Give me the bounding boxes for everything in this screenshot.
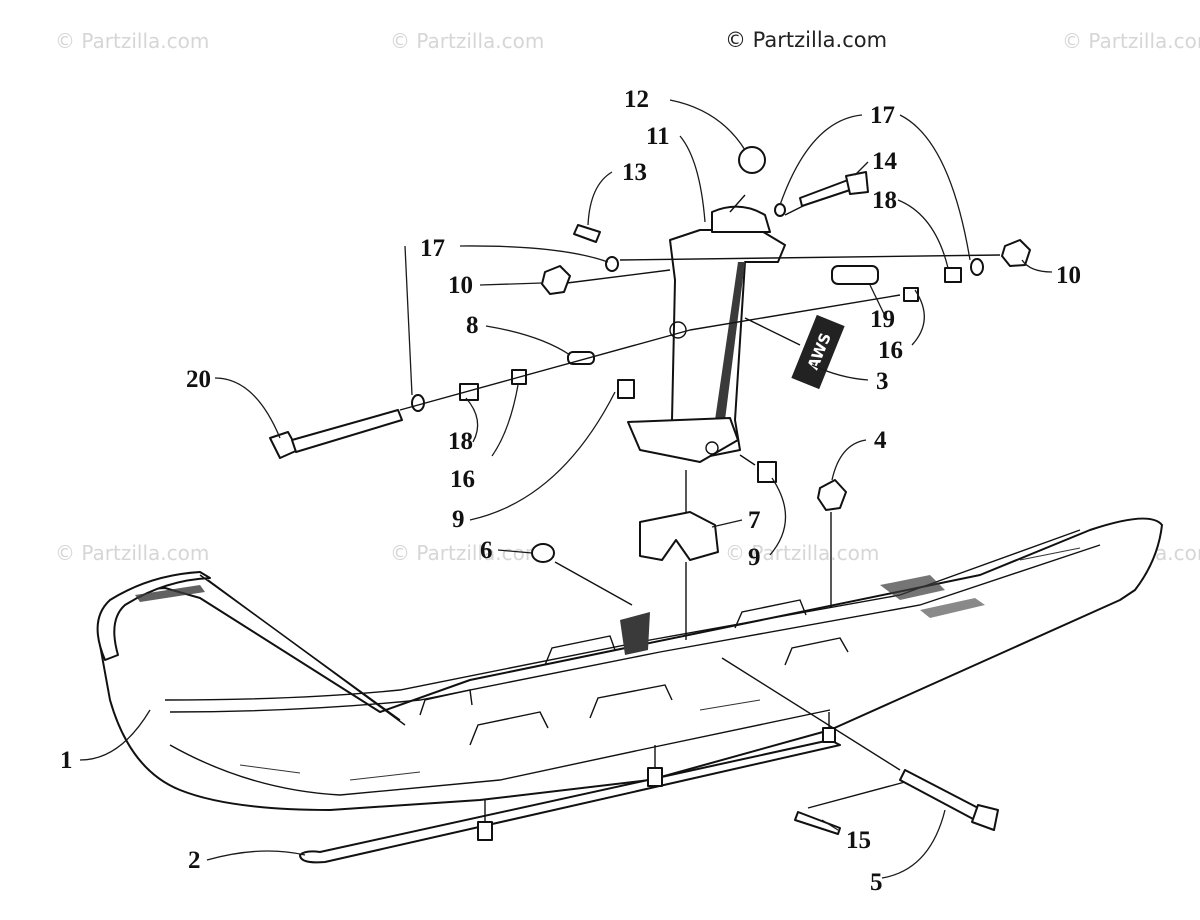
- spring-insert: [639, 511, 719, 561]
- spindle-housing: [627, 205, 786, 463]
- callout-12: 12: [624, 86, 649, 113]
- callout-8: 8: [466, 312, 479, 339]
- callout-10-right: 10: [1056, 262, 1081, 289]
- watermark-mid-center: © Partzilla.com: [390, 541, 544, 565]
- callout-11: 11: [646, 123, 670, 150]
- callout-numbers: 1 2 3 4 5 6 7 8 9 9 10 10 11 12 13 14 15…: [60, 86, 1081, 896]
- callout-17-right: 17: [870, 102, 895, 129]
- callout-19: 19: [870, 306, 895, 333]
- nut-6: [531, 543, 555, 563]
- watermark-main: © Partzilla.com: [725, 28, 887, 52]
- watermark-top-right: © Partzilla.com: [1062, 29, 1200, 53]
- sleeve-19: [831, 265, 879, 285]
- watermark-top-left: © Partzilla.com: [55, 29, 209, 53]
- bushing-9-right: [757, 461, 777, 483]
- leader-lines: [79, 99, 1053, 879]
- ski-body: [98, 517, 1163, 811]
- watermark-mid-center2: © Partzilla.com: [725, 541, 879, 565]
- callout-2: 2: [188, 847, 201, 874]
- cotter-pin: [794, 811, 841, 835]
- ski-loop-handle: [96, 571, 406, 726]
- sleeve-8: [567, 351, 595, 365]
- callout-10-left: 10: [448, 272, 473, 299]
- callout-16-left: 16: [450, 466, 475, 493]
- washer-17-left: [411, 394, 425, 412]
- callout-20: 20: [186, 366, 211, 393]
- watermark-top-mid: © Partzilla.com: [390, 29, 544, 53]
- assembly-lines: [399, 194, 1001, 809]
- spindle-bolt: [899, 769, 999, 831]
- aws-decal: AWS: [791, 314, 845, 390]
- washer-17-mid: [605, 256, 619, 272]
- callout-16-right: 16: [878, 337, 903, 364]
- flange-bushing-right: [944, 267, 962, 283]
- washer-17-right: [970, 258, 984, 276]
- bushing-9-left: [617, 379, 635, 399]
- small-bolt: [573, 224, 601, 243]
- grease-cap: [738, 146, 766, 174]
- callout-14: 14: [872, 148, 898, 175]
- callout-5: 5: [870, 869, 883, 896]
- callout-9-right: 9: [748, 544, 761, 571]
- callout-3: 3: [876, 368, 889, 395]
- callout-17-left: 17: [420, 235, 445, 262]
- hex-nut-right: [1001, 239, 1031, 267]
- flange-bushing-left: [459, 383, 479, 401]
- upper-bolt: [799, 171, 869, 207]
- hex-nut-ski: [817, 479, 847, 511]
- hex-nut-left: [541, 265, 571, 295]
- watermark-mid-left: © Partzilla.com: [55, 541, 209, 565]
- bushing-16-right: [903, 287, 919, 302]
- callout-18-left: 18: [448, 428, 473, 455]
- long-bolt: [269, 409, 403, 459]
- callout-9-left: 9: [452, 506, 465, 533]
- wear-bar: [299, 712, 841, 864]
- callout-15: 15: [846, 827, 871, 854]
- callout-7: 7: [748, 507, 761, 534]
- callout-13: 13: [622, 159, 647, 186]
- callout-4: 4: [874, 427, 887, 454]
- ski-hatching: [239, 547, 1081, 781]
- callout-6: 6: [480, 537, 493, 564]
- callout-1: 1: [60, 747, 73, 774]
- callout-18-right: 18: [872, 187, 897, 214]
- washer-17-top: [774, 203, 786, 217]
